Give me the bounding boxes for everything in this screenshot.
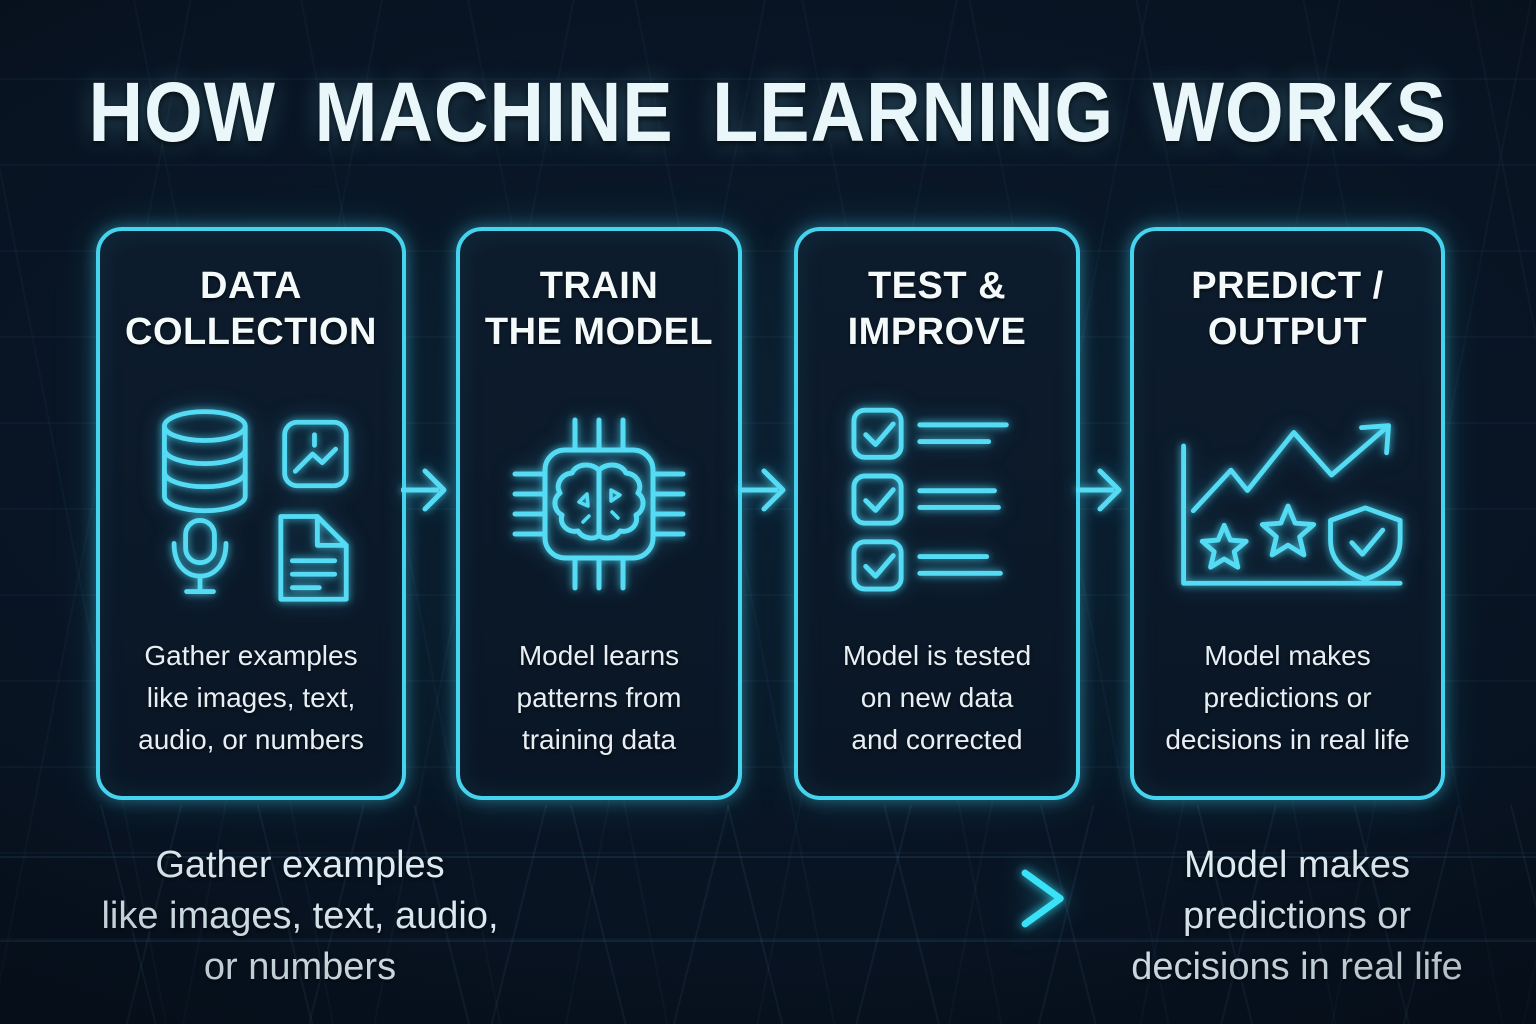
card-icon-area [100, 399, 402, 609]
card-description: Model learns patterns from training data [516, 640, 682, 755]
brain-icon [552, 462, 646, 541]
arrow-right-icon [1076, 468, 1122, 512]
checklist-icon [851, 407, 1009, 591]
arrow-right-icon [740, 468, 786, 512]
checkbox-row [851, 538, 1003, 591]
footer-left-caption: Gather examples like images, text, audio… [101, 844, 499, 988]
card-title: TRAIN THE MODEL [484, 265, 714, 353]
checkbox-row [851, 473, 1001, 526]
card-description: Gather examples like images, text, audio… [138, 640, 364, 755]
footer-right-caption: Model makes predictions or decisions in … [1131, 844, 1463, 988]
document-icon [278, 514, 349, 602]
arrow-right-icon [401, 468, 447, 512]
microphone-icon [171, 517, 229, 594]
card-title: DATA COLLECTION [125, 265, 377, 353]
prediction-result-icons [1180, 423, 1403, 586]
card-predict-output: PREDICT / OUTPUT Model makes predictions… [1130, 227, 1445, 800]
card-title: PREDICT / OUTPUT [1191, 265, 1384, 353]
card-icon-area [1134, 399, 1441, 609]
checkbox-row [851, 407, 1009, 460]
card-description: Model makes predictions or decisions in … [1165, 640, 1410, 755]
card-data-collection: DATA COLLECTION [96, 227, 406, 800]
flow-arrow-icon [552, 869, 1064, 928]
growth-chart-arrow-icon [1180, 423, 1403, 586]
chip-brain-icon [512, 417, 686, 591]
database-icon [162, 409, 248, 514]
page-title: HOW MACHINE LEARNING WORKS [0, 64, 1536, 161]
page-title-text: HOW MACHINE LEARNING WORKS [88, 65, 1448, 159]
data-collection-icons [162, 409, 349, 602]
card-icon-area [460, 399, 738, 609]
card-description: Model is tested on new data and correcte… [842, 640, 1032, 755]
shield-check-icon [1327, 505, 1403, 582]
star-icon [1199, 522, 1249, 570]
card-test-improve: TEST & IMPROVE Model is tested on new da… [794, 227, 1080, 800]
card-train-model: TRAIN THE MODEL Model learns patterns fr… [456, 227, 742, 800]
card-icon-area [798, 399, 1076, 609]
star-icon [1259, 503, 1316, 558]
card-title: TEST & IMPROVE [847, 265, 1027, 353]
image-icon [282, 419, 349, 489]
